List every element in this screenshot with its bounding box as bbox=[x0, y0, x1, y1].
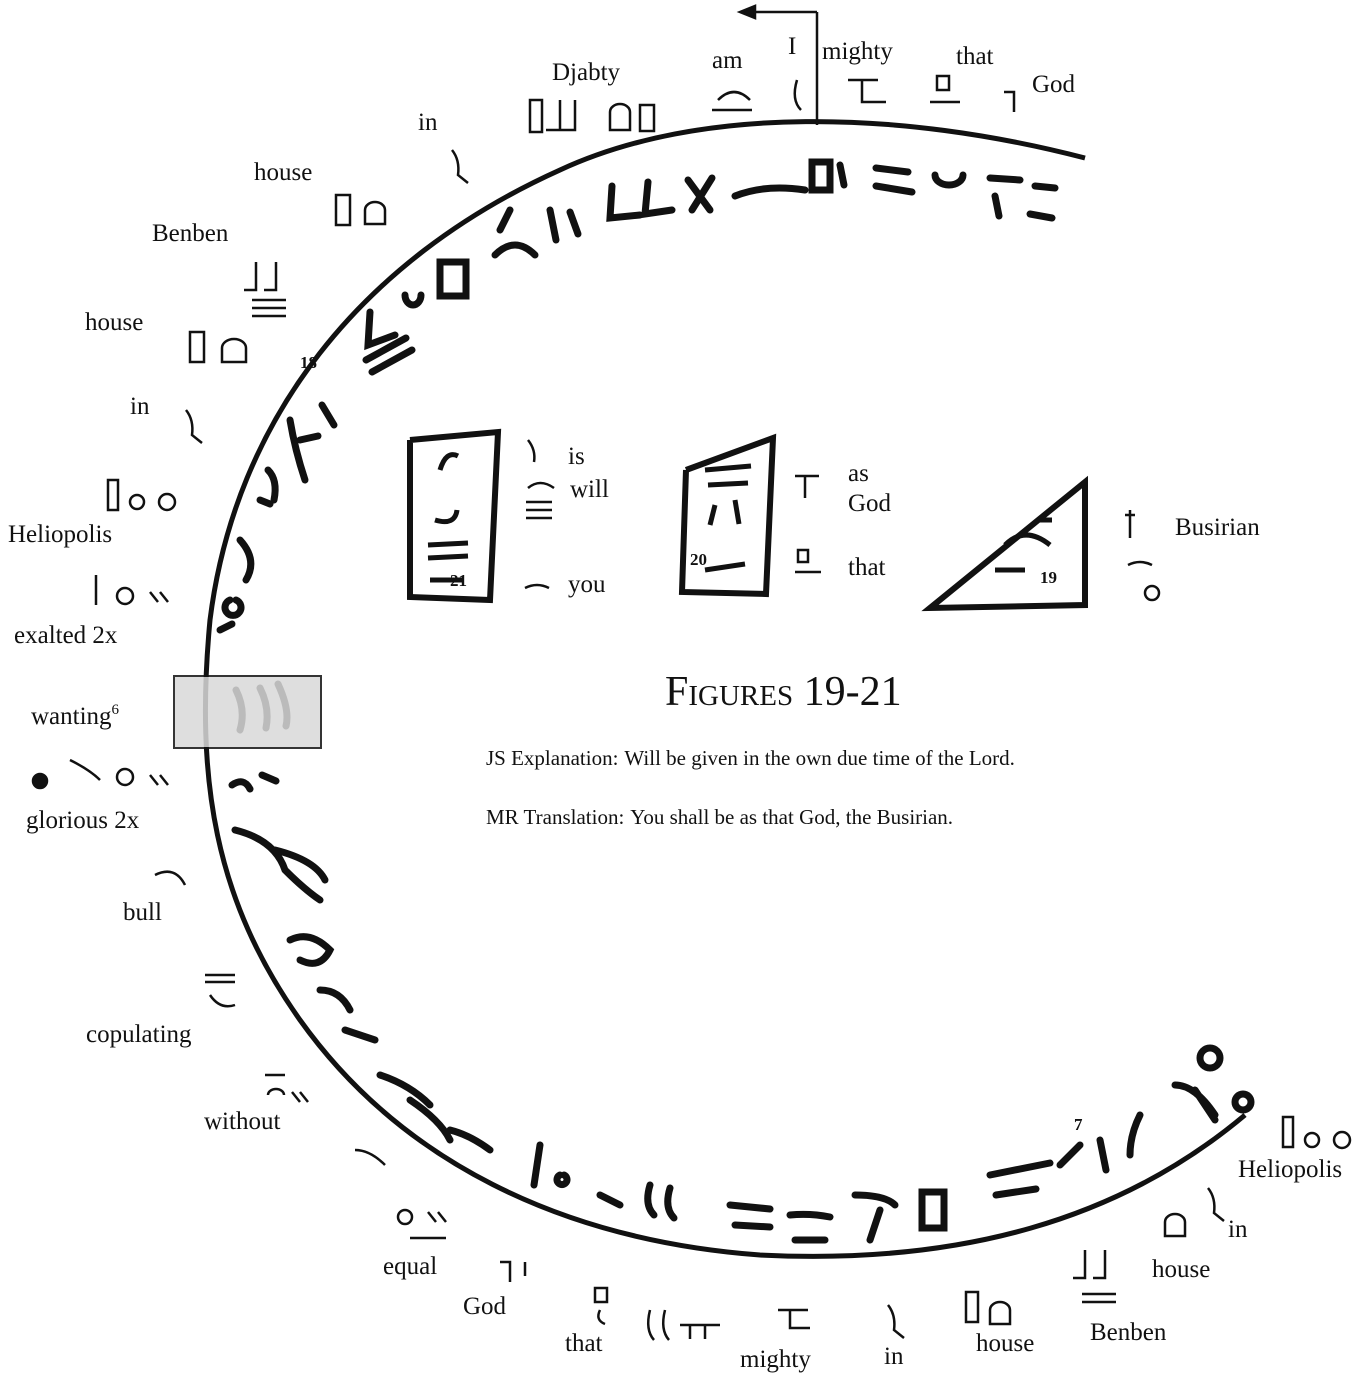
ring-line-number-18: 18 bbox=[300, 353, 317, 372]
mr-translation-text: You shall be as that God, the Busirian. bbox=[630, 805, 953, 829]
missing-section-highlight bbox=[174, 676, 321, 748]
figure-title: Figures 19-21 bbox=[665, 668, 985, 718]
gloss-as: as bbox=[848, 460, 869, 487]
bottom-gloss: equal God that mighty in house Benben ho… bbox=[383, 1156, 1342, 1373]
js-explanation-label: JS Explanation: bbox=[486, 746, 618, 770]
gloss-without: without bbox=[204, 1108, 280, 1135]
gloss-house-4: house bbox=[1152, 1256, 1210, 1283]
gloss-house-2: house bbox=[85, 309, 143, 336]
gloss-that-2: that bbox=[565, 1330, 603, 1357]
gloss-equal: equal bbox=[383, 1253, 437, 1280]
direction-arrow bbox=[740, 6, 817, 125]
fragment-20 bbox=[682, 438, 773, 594]
gloss-mighty-2: mighty bbox=[740, 1346, 811, 1373]
gloss-house-3: house bbox=[976, 1330, 1034, 1357]
hieroglyph-band-bottom bbox=[380, 1048, 1251, 1240]
hieroglyph-band-top bbox=[368, 162, 1055, 345]
gloss-benben-2: Benben bbox=[1090, 1319, 1167, 1346]
js-explanation: JS Explanation:Will be given in the own … bbox=[486, 746, 1186, 776]
gloss-god-2: God bbox=[463, 1293, 507, 1320]
fragment-gloss: is will you as God that Busirian bbox=[568, 443, 1260, 598]
gloss-you: you bbox=[568, 571, 606, 598]
gloss-heliopolis-1: Heliopolis bbox=[8, 521, 112, 548]
gloss-am: am bbox=[712, 47, 743, 74]
gloss-in-1: in bbox=[418, 109, 438, 136]
gloss-god-3: God bbox=[848, 490, 892, 517]
gloss-that-3: that bbox=[848, 554, 886, 581]
gloss-glorious: glorious 2x bbox=[26, 807, 140, 834]
gloss-in-4: in bbox=[1228, 1216, 1248, 1243]
fragment-19 bbox=[930, 482, 1085, 608]
mr-translation: MR Translation:You shall be as that God,… bbox=[486, 805, 1186, 835]
gloss-bull: bull bbox=[123, 899, 162, 926]
gloss-will: will bbox=[570, 476, 609, 503]
gloss-exalted: exalted 2x bbox=[14, 622, 118, 649]
gloss-wanting: wanting6 bbox=[31, 702, 120, 730]
gloss-i: I bbox=[788, 33, 796, 60]
gloss-god: God bbox=[1032, 71, 1076, 98]
fragment-19-number: 19 bbox=[1040, 568, 1057, 587]
top-gloss: Djabty am I mighty that God bbox=[552, 33, 1076, 98]
mr-translation-label: MR Translation: bbox=[486, 805, 624, 829]
gloss-copulating: copulating bbox=[86, 1021, 192, 1048]
gloss-mighty: mighty bbox=[822, 38, 893, 65]
gloss-in-2: in bbox=[130, 393, 150, 420]
js-explanation-text: Will be given in the own due time of the… bbox=[624, 746, 1014, 770]
gloss-benben-1: Benben bbox=[152, 220, 229, 247]
fragment-21-number: 21 bbox=[450, 571, 467, 590]
gloss-house-1: house bbox=[254, 159, 312, 186]
gloss-in-3: in bbox=[884, 1343, 904, 1370]
gloss-that: that bbox=[956, 43, 994, 70]
ring-line-number-7: 7 bbox=[1074, 1115, 1083, 1134]
fragment-20-number: 20 bbox=[690, 550, 707, 569]
gloss-djabty: Djabty bbox=[552, 59, 621, 86]
gloss-is: is bbox=[568, 443, 585, 470]
gloss-busirian: Busirian bbox=[1175, 514, 1260, 541]
gloss-heliopolis-2: Heliopolis bbox=[1238, 1156, 1342, 1183]
